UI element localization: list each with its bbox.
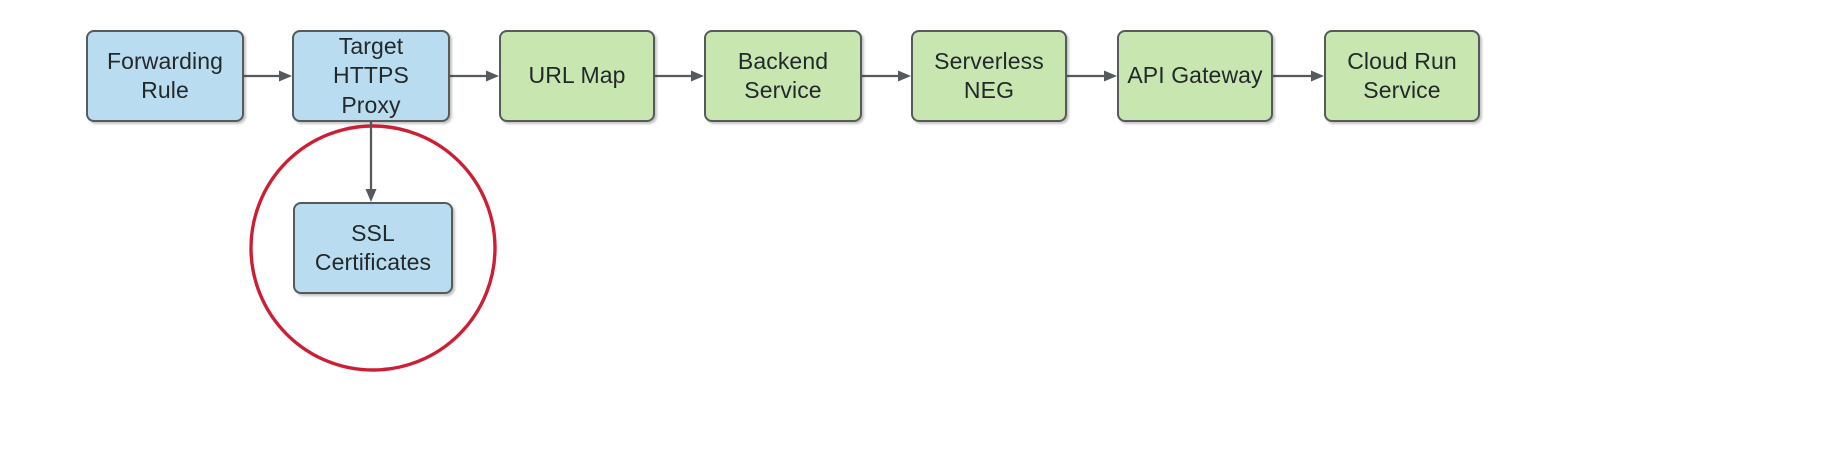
edge-forwarding-rule-to-target-https-proxy-arrowhead-icon (279, 70, 292, 82)
node-ssl-certificates-label: SSL Certificates (314, 219, 432, 275)
node-forwarding-rule-label: Forwarding Rule (106, 47, 224, 103)
node-cloud-run-service[interactable]: Cloud Run Service (1324, 30, 1480, 122)
node-backend-service[interactable]: Backend Service (704, 30, 862, 122)
node-ssl-certificates[interactable]: SSL Certificates (293, 202, 453, 294)
node-serverless-neg-label: Serverless NEG (934, 47, 1044, 103)
edge-backend-service-to-serverless-neg (862, 70, 911, 82)
edge-target-https-proxy-to-url-map (450, 70, 499, 82)
edge-api-gateway-to-cloud-run-service (1273, 70, 1324, 82)
edge-url-map-to-backend-service-arrowhead-icon (691, 70, 704, 82)
edge-serverless-neg-to-api-gateway-arrowhead-icon (1104, 70, 1117, 82)
node-backend-service-label: Backend Service (737, 47, 829, 103)
node-target-https-proxy[interactable]: Target HTTPS Proxy (292, 30, 450, 122)
node-url-map-label: URL Map (528, 62, 626, 89)
edge-forwarding-rule-to-target-https-proxy (244, 70, 292, 82)
node-target-https-proxy-label: Target HTTPS Proxy (333, 32, 409, 118)
edge-url-map-to-backend-service (655, 70, 704, 82)
edge-target-https-proxy-to-url-map-arrowhead-icon (486, 70, 499, 82)
edge-serverless-neg-to-api-gateway (1067, 70, 1117, 82)
node-api-gateway[interactable]: API Gateway (1117, 30, 1273, 122)
node-url-map[interactable]: URL Map (499, 30, 655, 122)
edge-api-gateway-to-cloud-run-service-arrowhead-icon (1311, 70, 1324, 82)
edge-target-https-proxy-to-ssl-certificates-arrowhead-icon (365, 189, 377, 202)
node-api-gateway-label: API Gateway (1127, 62, 1263, 89)
node-cloud-run-service-label: Cloud Run Service (1347, 47, 1457, 103)
node-serverless-neg[interactable]: Serverless NEG (911, 30, 1067, 122)
edge-backend-service-to-serverless-neg-arrowhead-icon (898, 70, 911, 82)
node-forwarding-rule[interactable]: Forwarding Rule (86, 30, 244, 122)
edge-target-https-proxy-to-ssl-certificates (365, 122, 377, 202)
